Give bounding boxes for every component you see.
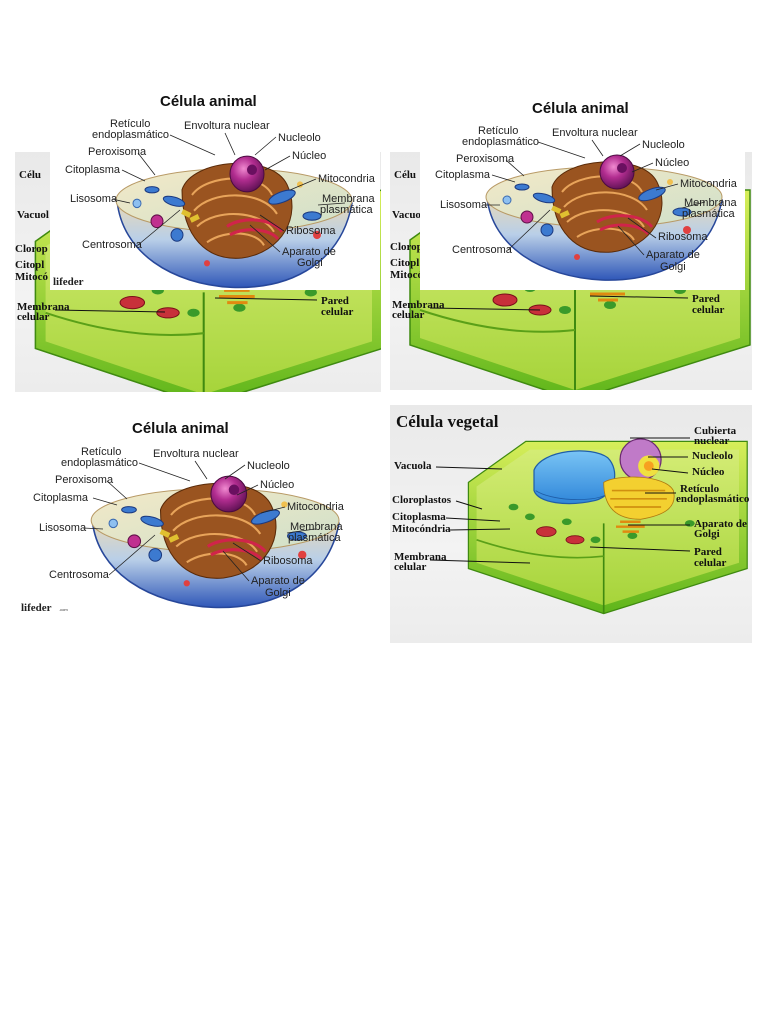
label-reticulo-1: Retículo xyxy=(680,483,720,495)
svg-text:Mitocondria: Mitocondria xyxy=(318,173,376,185)
svg-text:Membrana: Membrana xyxy=(322,193,375,205)
label-pared-1: Pared xyxy=(321,295,349,307)
label-citoplasma: Citoplasma xyxy=(392,511,446,523)
svg-text:Lisosoma: Lisosoma xyxy=(440,199,488,211)
svg-text:Retículo: Retículo xyxy=(478,125,518,137)
label-pared-1: Pared xyxy=(694,546,722,558)
svg-text:Peroxisoma: Peroxisoma xyxy=(55,474,114,486)
label-reticulo-2: endoplasmático xyxy=(676,493,750,505)
cropped-label-cloroplastos: Clorop xyxy=(15,243,48,255)
label-mitocondria: Mitocóndria xyxy=(392,523,451,535)
label-cloroplastos: Cloroplastos xyxy=(392,494,452,506)
animal-cell-diagram-1: Célula animal Retículo endoplasmático En… xyxy=(50,85,380,290)
svg-text:Ribosoma: Ribosoma xyxy=(286,225,336,237)
svg-text:celular: celular xyxy=(392,309,424,321)
svg-text:endoplasmático: endoplasmático xyxy=(61,457,138,469)
label-cubierta-2: nuclear xyxy=(694,435,730,447)
svg-text:Envoltura nuclear: Envoltura nuclear xyxy=(153,448,239,460)
svg-text:Aparato de: Aparato de xyxy=(282,246,336,258)
svg-text:Clorop: Clorop xyxy=(390,241,423,253)
animal-cell-diagram-2: Célula animal Retículo endoplasmático En… xyxy=(420,90,745,290)
svg-text:Centrosoma: Centrosoma xyxy=(49,569,110,581)
svg-text:Lisosoma: Lisosoma xyxy=(39,522,87,534)
diagram-title: Célula vegetal xyxy=(396,412,499,431)
svg-text:plasmática: plasmática xyxy=(320,204,373,216)
svg-text:Célula animal: Célula animal xyxy=(132,420,229,437)
svg-text:Membrana: Membrana xyxy=(290,521,343,533)
svg-text:Golgi: Golgi xyxy=(297,257,323,269)
svg-text:Centrosoma: Centrosoma xyxy=(452,244,513,256)
svg-text:endoplasmático: endoplasmático xyxy=(92,129,169,141)
label-nucleolo: Nucleolo xyxy=(692,450,733,462)
svg-text:Lisosoma: Lisosoma xyxy=(70,193,118,205)
svg-text:Nucleolo: Nucleolo xyxy=(278,132,321,144)
svg-text:Citoplasma: Citoplasma xyxy=(33,492,89,504)
svg-text:Retículo: Retículo xyxy=(110,118,150,130)
svg-text:endoplasmático: endoplasmático xyxy=(462,136,539,148)
svg-text:Centrosoma: Centrosoma xyxy=(82,239,143,251)
svg-text:Vacuol: Vacuol xyxy=(392,209,424,221)
label-membrana-2: celular xyxy=(394,561,426,573)
svg-text:Envoltura nuclear: Envoltura nuclear xyxy=(552,127,638,139)
svg-text:Retículo: Retículo xyxy=(81,446,121,458)
cropped-title: Célu xyxy=(19,169,41,181)
cropped-label-mitocondria: Mitocó xyxy=(15,271,48,283)
svg-text:lifeder: lifeder xyxy=(53,276,84,288)
svg-text:Golgi: Golgi xyxy=(265,587,291,599)
svg-text:Mitocondria: Mitocondria xyxy=(680,178,738,190)
svg-text:Núcleo: Núcleo xyxy=(260,479,294,491)
plant-cell-diagram: Célula vegetal Vacuola Cloroplastos Cito… xyxy=(390,405,752,643)
svg-text:Peroxisoma: Peroxisoma xyxy=(456,153,515,165)
svg-text:Citopl: Citopl xyxy=(390,257,419,269)
label-cubierta-1: Cubierta xyxy=(694,425,737,437)
svg-text:Nucleolo: Nucleolo xyxy=(642,139,685,151)
label-vacuola: Vacuola xyxy=(394,460,432,472)
svg-text:Membrana: Membrana xyxy=(684,197,737,209)
svg-text:Núcleo: Núcleo xyxy=(292,150,326,162)
svg-text:Aparato de: Aparato de xyxy=(251,575,305,587)
svg-text:Mitocondria: Mitocondria xyxy=(287,501,345,513)
svg-text:Ribosoma: Ribosoma xyxy=(658,231,708,243)
label-membrana-celular-2: celular xyxy=(17,311,49,323)
label-golgi-1: Aparato de xyxy=(694,518,747,530)
cropped-label-vacuola: Vacuol xyxy=(17,209,49,221)
cropped-label-citoplasma: Citopl xyxy=(15,259,44,271)
label-pared-2: celular xyxy=(694,557,726,569)
label-golgi-2: Golgi xyxy=(694,528,720,540)
svg-text:celular: celular xyxy=(692,304,724,316)
svg-text:Célu: Célu xyxy=(394,169,416,181)
svg-text:Peroxisoma: Peroxisoma xyxy=(88,146,147,158)
label-pared-2: celular xyxy=(321,306,353,318)
svg-text:Nucleolo: Nucleolo xyxy=(247,460,290,472)
svg-text:Golgi: Golgi xyxy=(660,261,686,273)
svg-text:Pared: Pared xyxy=(692,293,720,305)
svg-text:Mitocó: Mitocó xyxy=(390,269,423,281)
animal-cell-diagram-3: Célula animal Retículo endoplasmático En… xyxy=(15,405,365,625)
svg-text:Envoltura nuclear: Envoltura nuclear xyxy=(184,120,270,132)
svg-text:Aparato de: Aparato de xyxy=(646,249,700,261)
label-nucleo: Núcleo xyxy=(692,466,725,478)
svg-text:Célula animal: Célula animal xyxy=(532,100,629,117)
svg-text:.com: .com xyxy=(59,607,68,612)
svg-text:Núcleo: Núcleo xyxy=(655,157,689,169)
diagram-title: Célula animal xyxy=(160,93,257,110)
brand-logo: lifeder xyxy=(21,602,52,614)
svg-text:Ribosoma: Ribosoma xyxy=(263,555,313,567)
svg-text:Citoplasma: Citoplasma xyxy=(435,169,491,181)
svg-text:plasmática: plasmática xyxy=(288,532,341,544)
svg-text:Citoplasma: Citoplasma xyxy=(65,164,121,176)
svg-text:plasmática: plasmática xyxy=(682,208,735,220)
